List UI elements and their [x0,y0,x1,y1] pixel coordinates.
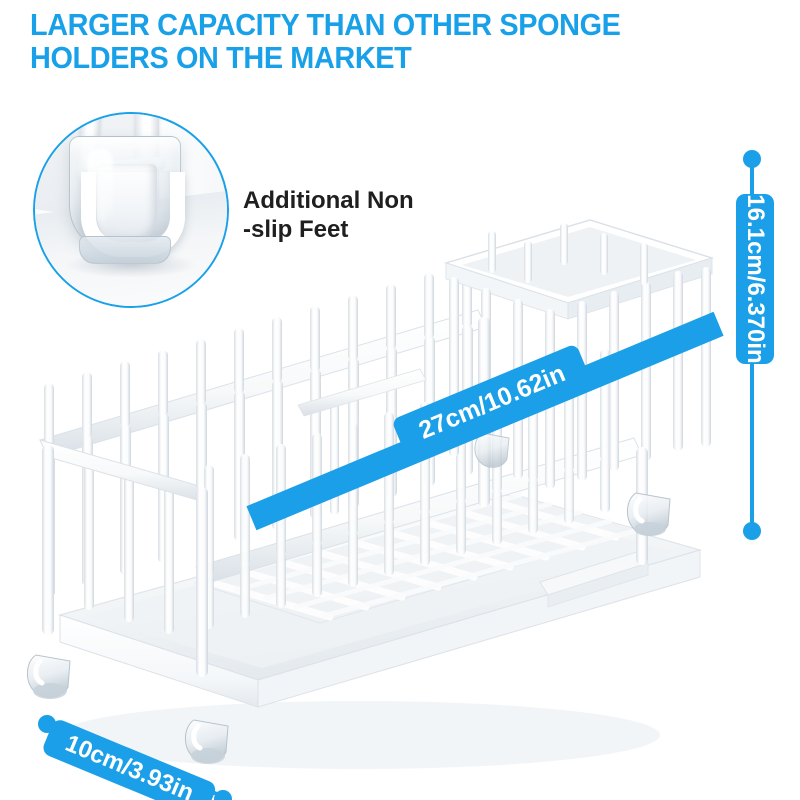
height-dimension-label: 16.1cm/6.370in [736,194,774,364]
foot-back-right [627,492,671,536]
depth-dim-endpoint-end [214,790,232,800]
foot-highlight [87,148,113,222]
height-dim-endpoint-bottom [743,522,761,540]
height-dimension: 16.1cm/6.370in [736,150,774,540]
foot-front-right [185,719,229,764]
foot-front-left [27,654,71,699]
nonslip-foot-inset [33,112,229,308]
depth-dimension: 10cm/3.93in [38,694,238,800]
product-illustration [0,95,800,800]
foot-back-left [474,432,510,468]
foot-base [79,236,171,264]
product-svg [27,219,715,769]
nonslip-feet-caption: Additional Non -slip Feet [243,187,414,243]
page-title: LARGER CAPACITY THAN OTHER SPONGE HOLDER… [30,7,621,75]
